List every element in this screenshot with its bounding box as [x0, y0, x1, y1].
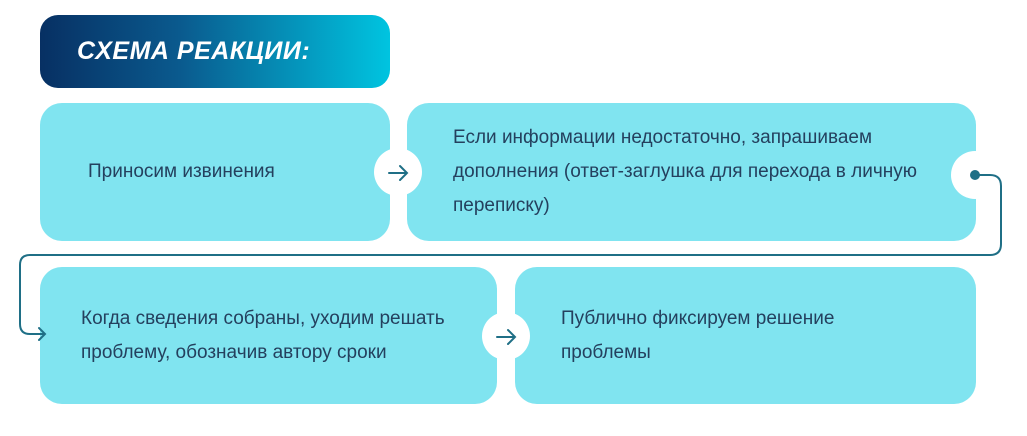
step-2: Если информации недостаточно, запрашивае…: [407, 103, 976, 241]
step-3: Когда сведения собраны, уходим решать пр…: [40, 267, 497, 404]
title-text: СХЕМА РЕАКЦИИ:: [77, 37, 311, 65]
step-4-text: Публично фиксируем решение проблемы: [561, 307, 835, 363]
step-3-text: Когда сведения собраны, уходим решать пр…: [81, 307, 445, 363]
step-1: Приносим извинения: [40, 103, 390, 241]
step-2-text: Если информации недостаточно, запрашивае…: [453, 127, 918, 216]
step-1-text: Приносим извинения: [88, 161, 275, 182]
step-4: Публично фиксируем решение проблемы: [515, 267, 976, 404]
title-banner: СХЕМА РЕАКЦИИ:: [40, 15, 390, 88]
arrow-right-icon: [496, 329, 517, 345]
connector-line: [19, 174, 1002, 335]
arrow-head-icon: [38, 327, 47, 341]
arrow-right-icon: [388, 165, 409, 181]
